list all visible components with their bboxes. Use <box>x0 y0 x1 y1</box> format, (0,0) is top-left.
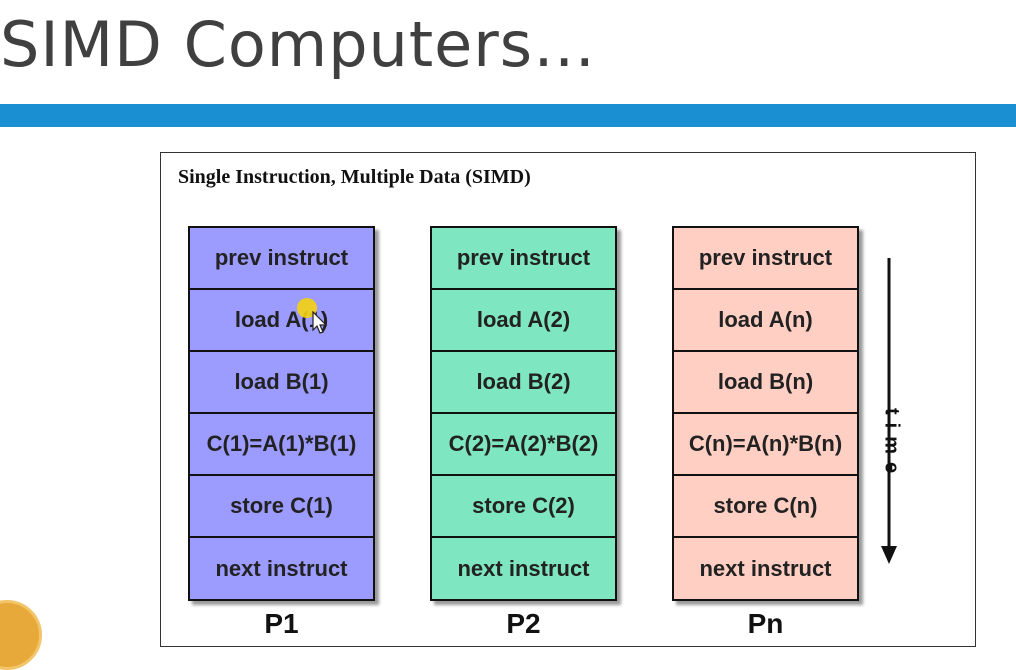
cursor-highlight-dot <box>297 298 317 318</box>
step-cell: prev instruct <box>432 228 615 290</box>
step-cell: next instruct <box>215 556 348 581</box>
step-cell: load A(1) <box>190 290 373 352</box>
step-cell: next instruct <box>699 556 832 581</box>
step-cell: C(1)=A(1)*B(1) <box>190 414 373 476</box>
step-cell: load A(n) <box>674 290 857 352</box>
processor-column-p2: prev instruct load A(2) load B(2) C(2)=A… <box>430 226 617 601</box>
step-cell: load B(1) <box>190 352 373 414</box>
processor-label-pn: Pn <box>747 608 784 639</box>
simd-figure: Single Instruction, Multiple Data (SIMD)… <box>160 152 976 647</box>
step-cell: store C(1) <box>190 476 373 538</box>
step-cell: store C(n) <box>674 476 857 538</box>
step-cell: prev instruct <box>674 228 857 290</box>
presenter-avatar <box>0 600 42 670</box>
time-arrow-icon <box>881 258 897 564</box>
step-cell: load B(2) <box>432 352 615 414</box>
processor-label-p1: P1 <box>264 608 299 639</box>
step-cell: load A(2) <box>432 290 615 352</box>
title-underline-bar <box>0 104 1016 127</box>
mouse-pointer-icon <box>312 311 328 334</box>
time-label: time <box>880 408 903 482</box>
step-cell: load B(n) <box>674 352 857 414</box>
processor-column-p1: prev instruct load A(1) load B(1) C(1)=A… <box>188 226 375 601</box>
step-cell: C(2)=A(2)*B(2) <box>432 414 615 476</box>
slide-title: SIMD Computers… <box>0 8 597 81</box>
step-cell: prev instruct <box>190 228 373 290</box>
step-cell: next instruct <box>457 556 590 581</box>
processor-column-pn: prev instruct load A(n) load B(n) C(n)=A… <box>672 226 859 601</box>
step-cell: store C(2) <box>432 476 615 538</box>
figure-caption: Single Instruction, Multiple Data (SIMD) <box>178 166 531 188</box>
step-cell: C(n)=A(n)*B(n) <box>674 414 857 476</box>
processor-label-p2: P2 <box>506 608 541 639</box>
